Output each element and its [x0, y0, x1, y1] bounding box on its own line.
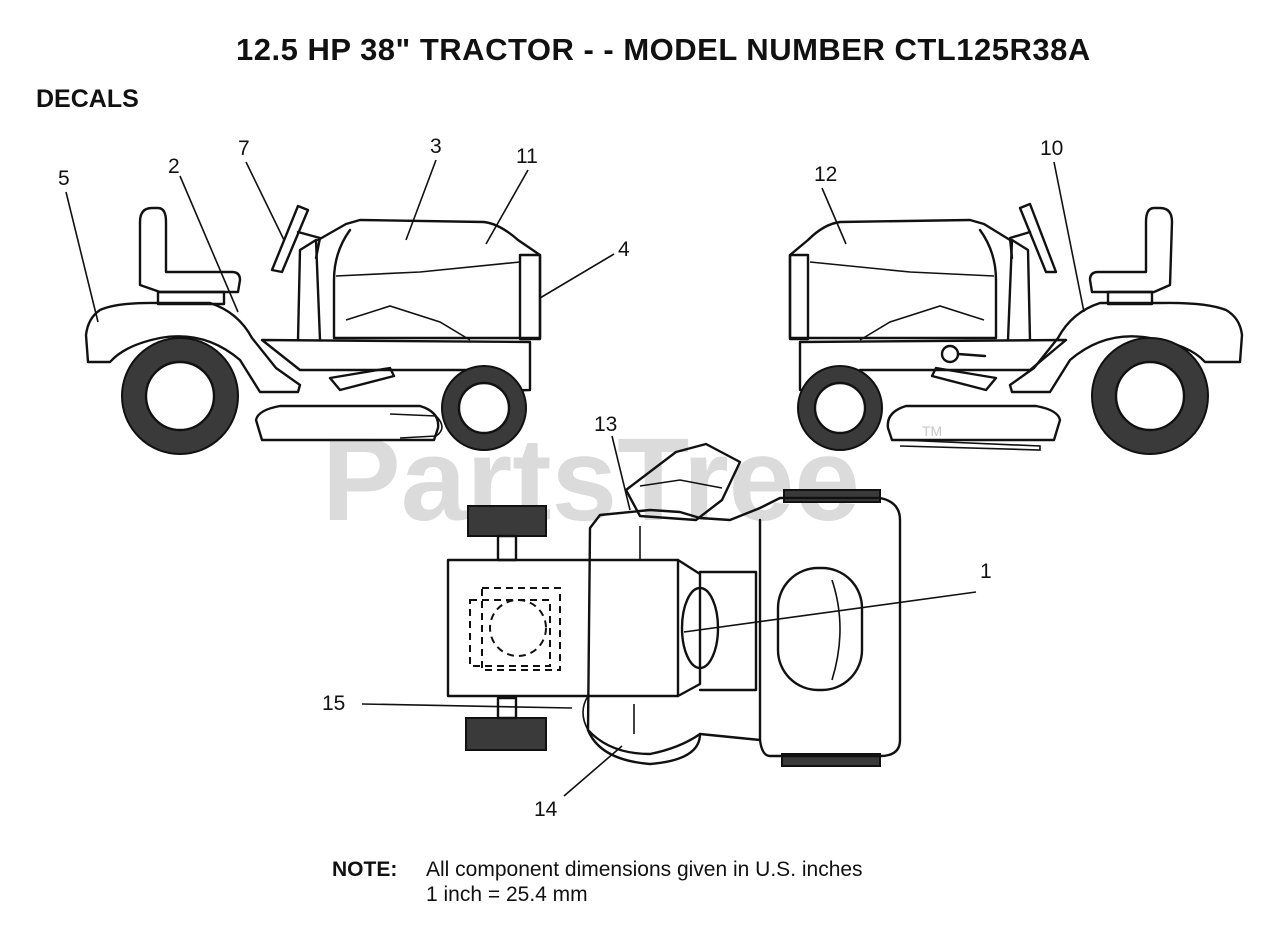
note-line-1: All component dimensions given in U.S. i…	[426, 858, 863, 881]
callout-2: 2	[168, 155, 180, 178]
callout-11: 11	[516, 145, 538, 168]
callout-5: 5	[58, 167, 70, 190]
tractor-left-side-view	[84, 204, 542, 455]
callout-13: 13	[594, 413, 617, 436]
note-label: NOTE:	[332, 858, 398, 881]
callout-1: 1	[980, 560, 992, 583]
dimension-note: NOTE: All component dimensions given in U…	[332, 857, 863, 907]
diagram-title: 12.5 HP 38" TRACTOR - - MODEL NUMBER CTL…	[236, 32, 1091, 67]
tractor-right-side-view	[788, 202, 1244, 455]
watermark-trademark: TM	[922, 423, 942, 439]
watermark: PartsTree	[322, 414, 860, 546]
tractor-top-view	[446, 442, 902, 767]
callout-4: 4	[618, 238, 630, 261]
callout-12: 12	[814, 163, 837, 186]
callout-3: 3	[430, 135, 442, 158]
section-heading: DECALS	[36, 85, 139, 113]
callout-10: 10	[1040, 137, 1063, 160]
callout-15: 15	[322, 692, 345, 715]
note-line-2: 1 inch = 25.4 mm	[426, 883, 588, 906]
callout-14: 14	[534, 798, 558, 821]
leader-lines	[65, 159, 1085, 797]
callout-7: 7	[238, 137, 250, 160]
